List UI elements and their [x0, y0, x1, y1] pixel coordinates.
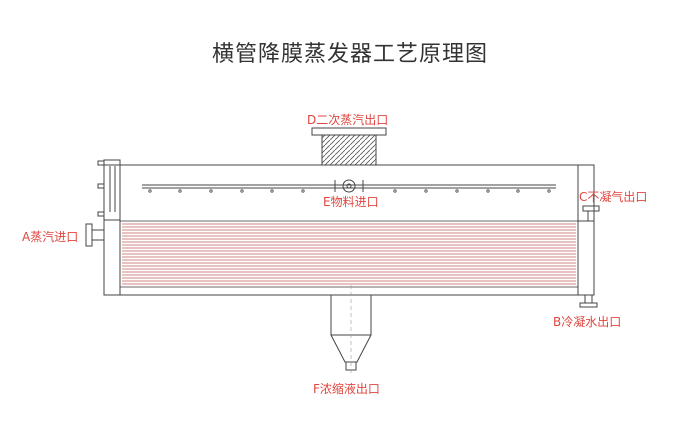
label-concentrate-outlet: F浓缩液出口: [313, 381, 380, 396]
noncondensable-outlet-nozzle: [577, 205, 600, 296]
left-flange: [103, 159, 121, 221]
label-condensate-outlet: B冷凝水出口: [553, 314, 621, 329]
label-feed-inlet: E物料进口: [323, 195, 379, 209]
spray-holes: [148, 189, 551, 193]
steam-inlet-nozzle: [85, 223, 105, 247]
vapor-outlet-flange: [311, 127, 387, 136]
page-title: 横管降膜蒸发器工艺原理图: [211, 42, 488, 67]
condensate-outlet-nozzle: [579, 294, 598, 308]
label-vapor-outlet: D二次蒸汽出口: [307, 112, 388, 127]
feed-inlet-flange: [342, 179, 356, 193]
label-steam-inlet: A蒸汽进口: [22, 229, 78, 244]
label-noncondensable-outlet: C不凝气出口: [579, 189, 647, 204]
concentrate-outlet-cone: [330, 285, 372, 375]
vapor-outlet-demister: [321, 134, 377, 166]
tube-bundle: [122, 223, 576, 285]
